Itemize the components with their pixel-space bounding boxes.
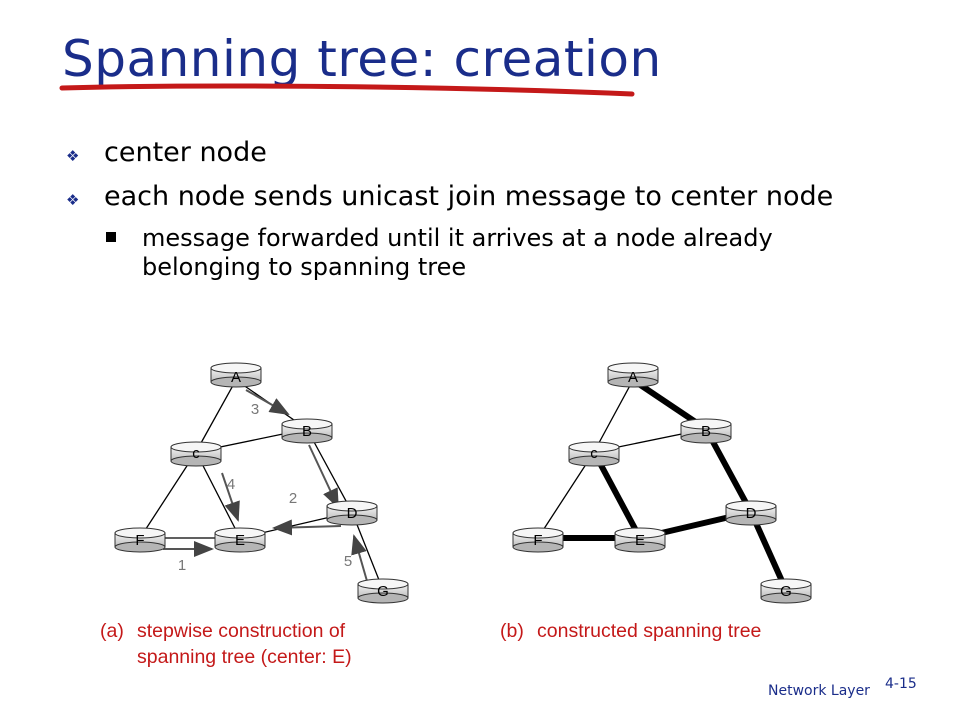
step-label-3: 3 xyxy=(251,401,259,418)
step-label-1: 1 xyxy=(178,557,186,574)
diagram-a: 1 2 3 4 5 A B c xyxy=(114,362,409,604)
router-node-b: B xyxy=(281,418,333,444)
caption-a-text: stepwise construction of spanning tree (… xyxy=(137,620,352,668)
router-node-b: B xyxy=(680,418,732,444)
edge-c-f xyxy=(537,451,595,539)
router-node-d: D xyxy=(326,500,378,526)
node-label: E xyxy=(635,532,645,549)
sub-bullet-item: message forwarded until it arrives at a … xyxy=(106,224,866,282)
router-node-f: F xyxy=(114,527,166,553)
arrow-step-3 xyxy=(245,389,290,415)
page-number: 4-15 xyxy=(885,676,917,692)
caption-a: (a) stepwise construction of spanning tr… xyxy=(100,618,420,670)
caption-b: (b) constructed spanning tree xyxy=(500,618,780,644)
router-node-e: E xyxy=(614,527,666,553)
bullet-text: center node xyxy=(104,137,267,168)
router-node-e: E xyxy=(214,527,266,553)
bullet-list: ❖ center node ❖ each node sends unicast … xyxy=(66,136,866,282)
caption-b-text: constructed spanning tree xyxy=(537,620,762,642)
node-label: G xyxy=(780,583,792,600)
router-node-c: c xyxy=(568,441,620,467)
bullet-text: each node sends unicast join message to … xyxy=(104,181,834,212)
step-label-2: 2 xyxy=(289,490,297,507)
edge-a-c xyxy=(593,379,634,453)
tree-edge-c-e xyxy=(591,450,643,540)
footer-label: Network Layer xyxy=(768,683,870,699)
diagram-b-edges xyxy=(537,377,789,592)
arrow-step-4 xyxy=(221,472,240,522)
sub-bullet-text: message forwarded until it arrives at a … xyxy=(142,224,773,281)
edge-c-e xyxy=(195,451,241,539)
node-label: c xyxy=(192,445,200,462)
diagram-a-nodes: A B c D xyxy=(114,362,409,604)
router-node-a: A xyxy=(607,362,659,388)
step-label-5: 5 xyxy=(344,553,352,570)
diagram-b: A B c D xyxy=(512,362,812,604)
node-label: A xyxy=(628,369,638,386)
node-label: c xyxy=(590,445,598,462)
caption-a-tag: (a) xyxy=(100,620,124,642)
bullet-item: ❖ each node sends unicast join message t… xyxy=(66,180,866,214)
edge-a-c xyxy=(195,379,237,453)
step-label-4: 4 xyxy=(227,476,235,493)
node-label: B xyxy=(701,423,711,440)
router-node-f: F xyxy=(512,527,564,553)
router-node-g: G xyxy=(760,578,812,604)
diamond-bullet-icon: ❖ xyxy=(66,147,80,165)
diamond-bullet-icon: ❖ xyxy=(66,191,80,209)
node-label: G xyxy=(377,583,389,600)
diagram-a-step-labels: 1 2 3 4 5 xyxy=(178,401,352,574)
slide-title: Spanning tree: creation xyxy=(62,30,662,88)
square-bullet-icon xyxy=(106,232,116,242)
node-label: F xyxy=(135,532,144,549)
node-label: F xyxy=(533,532,542,549)
arrow-step-2b xyxy=(308,444,339,509)
arrow-step-5 xyxy=(351,534,370,589)
edge-c-f xyxy=(139,451,197,539)
router-node-c: c xyxy=(170,441,222,467)
diagram-a-arrows xyxy=(163,389,370,589)
node-label: B xyxy=(302,423,312,440)
node-label: E xyxy=(235,532,245,549)
router-node-a: A xyxy=(210,362,262,388)
bullet-item: ❖ center node xyxy=(66,136,866,170)
title-underline xyxy=(59,83,635,97)
caption-b-tag: (b) xyxy=(500,620,524,642)
diagram-b-nodes: A B c D xyxy=(512,362,812,604)
router-node-d: D xyxy=(725,500,777,526)
node-label: A xyxy=(231,369,241,386)
router-node-g: G xyxy=(357,578,409,604)
node-label: D xyxy=(746,505,757,522)
arrow-step-2 xyxy=(272,519,342,536)
node-label: D xyxy=(347,505,358,522)
